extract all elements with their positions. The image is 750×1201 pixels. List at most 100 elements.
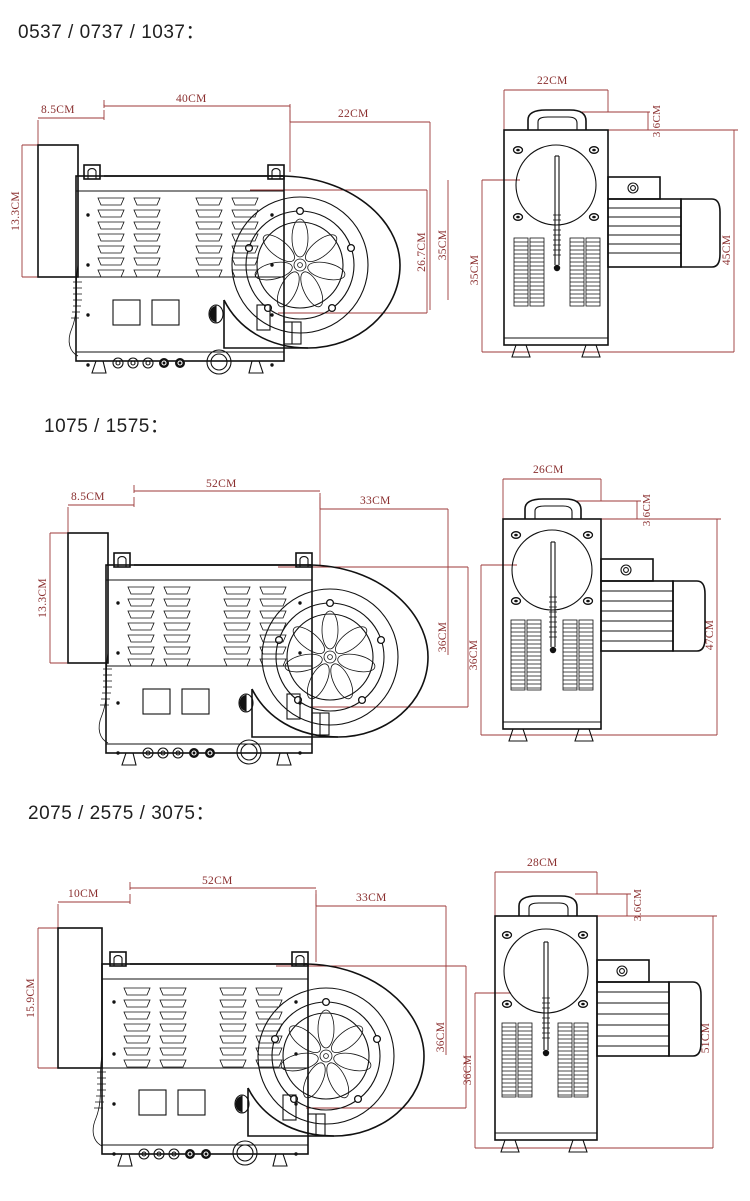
control-panel-2 (116, 601, 302, 765)
dimension-cabinet-width-1 (503, 89, 609, 130)
inlet-duct-1 (37, 144, 79, 278)
dimension-label-inlet-length-2: 8.5CM (71, 491, 105, 503)
dimension-blower-width-3 (315, 894, 447, 1055)
power-cable-3 (92, 1055, 103, 1147)
grille-left-3 (501, 1022, 533, 1098)
dimension-label-overall-height-f1: 45CM (721, 235, 733, 266)
motor-junction-box-2 (620, 564, 632, 576)
model-group-section-2: 1075 / 1575： 52CM 8.5CM (0, 395, 750, 785)
blower-fan-2 (261, 588, 399, 726)
dimension-label-overall-length-1: 40CM (176, 93, 207, 105)
motor-assembly-1 (607, 176, 721, 268)
front-view-drawing-3: 28CM 3.6CM 36CM 51CM (455, 838, 750, 1178)
dimension-overall-height-f3 (601, 916, 714, 1149)
impeller-petals-1 (254, 218, 346, 308)
dimension-label-inlet-height-2: 13.3CM (37, 578, 49, 618)
dimension-label-blower-width-1: 22CM (338, 108, 369, 120)
grille-right-3 (557, 1022, 589, 1098)
front-view-drawing-2: 26CM 3.6CM 36CM 47CM (455, 445, 750, 775)
dimension-overall-length-2 (133, 485, 321, 565)
rear-port-3 (307, 1113, 326, 1137)
side-view-drawing-1: 40CM 8.5CM 13.3CM 22CM (0, 60, 460, 380)
motor-junction-box-1 (627, 182, 639, 194)
cabinet-front-1 (503, 129, 609, 346)
model-group-section-3: 2075 / 2575 / 3075： 52CM 10CM (0, 780, 750, 1200)
cable-coil-2 (100, 668, 112, 706)
dimension-label-cabinet-height-f3: 36CM (462, 1055, 474, 1086)
flange-bolts-3 (501, 931, 589, 1008)
temperature-probe-3 (542, 941, 550, 1057)
section-title-3: 2075 / 2575 / 3075： (28, 803, 215, 824)
dimension-handle-height-3 (575, 893, 717, 917)
blower-bolts-1 (244, 206, 356, 313)
dimension-label-inlet-length-3: 10CM (68, 888, 99, 900)
feet-1 (91, 360, 264, 374)
cabinet-side-3 (101, 951, 309, 1155)
dimension-cabinet-height-1 (481, 179, 610, 353)
section-title-1: 0537 / 0737 / 1037： (18, 22, 205, 43)
flange-bolts-1 (512, 146, 600, 221)
motor-assembly-3 (596, 959, 702, 1057)
feet-f1 (511, 344, 601, 358)
flange-2 (510, 529, 594, 611)
control-panel-3 (112, 1000, 298, 1166)
dimension-label-cabinet-height-f1: 35CM (469, 255, 481, 286)
blower-housing-1 (104, 175, 401, 349)
dimension-cabinet-width-2 (502, 478, 602, 519)
dimension-inlet-height-1 (21, 144, 40, 278)
carry-handle-3 (518, 895, 578, 916)
dimension-label-overall-length-2: 52CM (206, 478, 237, 490)
dimension-cabinet-height-3 (474, 992, 601, 1149)
front-view-drawing-1: 22CM 3.6CM 35CM 45CM (460, 60, 750, 380)
dimension-cabinet-width-3 (494, 871, 598, 916)
dimension-label-overall-length-3: 52CM (202, 875, 233, 887)
panel-screws-1 (86, 213, 274, 367)
motor-fins-1 (608, 207, 681, 254)
louver-vents-1 (97, 197, 259, 278)
dimension-label-inlet-length-1: 8.5CM (41, 104, 75, 116)
feet-3 (117, 1153, 288, 1167)
dimension-label-cabinet-width-f1: 22CM (537, 75, 568, 87)
grille-right-1 (569, 237, 601, 307)
control-panel-1 (86, 213, 274, 375)
dimension-label-blower-height-2: 36CM (437, 622, 449, 653)
cabinet-side-2 (105, 552, 313, 754)
dimension-inlet-height-3 (37, 927, 60, 1069)
flange-bolts-2 (510, 531, 594, 605)
inlet-duct-2 (67, 532, 109, 664)
temperature-probe-1 (553, 155, 561, 272)
grille-blocks-2 (510, 619, 594, 691)
feet-2 (121, 752, 292, 766)
panel-knob-3 (234, 1094, 250, 1114)
dimension-label-blower-width-2: 33CM (360, 495, 391, 507)
rear-port-1 (283, 321, 302, 345)
motor-assembly-2 (600, 558, 706, 652)
grille-left-2 (510, 619, 542, 691)
dimension-label-inlet-height-1: 13.3CM (10, 191, 22, 231)
louver-vents-2 (127, 586, 287, 667)
dimension-label-blower-height-1: 26.7CM (416, 232, 428, 272)
carry-handle-1 (527, 109, 587, 130)
dimension-overall-height-f2 (605, 519, 718, 736)
dimension-overall-height-f1 (610, 130, 735, 353)
dimension-blower-width-2 (319, 497, 449, 655)
panel-outlet-1 (206, 349, 232, 375)
blower-bolts-3 (270, 997, 382, 1104)
dimension-label-handle-height-f3: 3.6CM (632, 889, 644, 921)
rear-port-2 (311, 712, 330, 736)
louver-vents-3 (123, 987, 283, 1068)
motor-junction-box-3 (616, 965, 628, 977)
model-group-section-1: 0537 / 0737 / 1037： 40CM 8.5CM (0, 0, 750, 400)
temperature-probe-2 (549, 541, 557, 654)
dimension-label-blower-width-3: 33CM (356, 892, 387, 904)
grille-blocks-3 (501, 1022, 589, 1098)
dimension-overall-length-1 (103, 100, 291, 172)
probe-scale-1 (553, 214, 561, 256)
power-cable-2 (98, 652, 109, 744)
grille-left-1 (513, 237, 545, 307)
dimension-label-blower-height-3: 36CM (435, 1022, 447, 1053)
panel-outlet-3 (232, 1140, 258, 1166)
panel-outlet-2 (236, 739, 262, 765)
dimension-blower-width-1 (289, 110, 431, 310)
blower-fan-3 (257, 987, 395, 1125)
